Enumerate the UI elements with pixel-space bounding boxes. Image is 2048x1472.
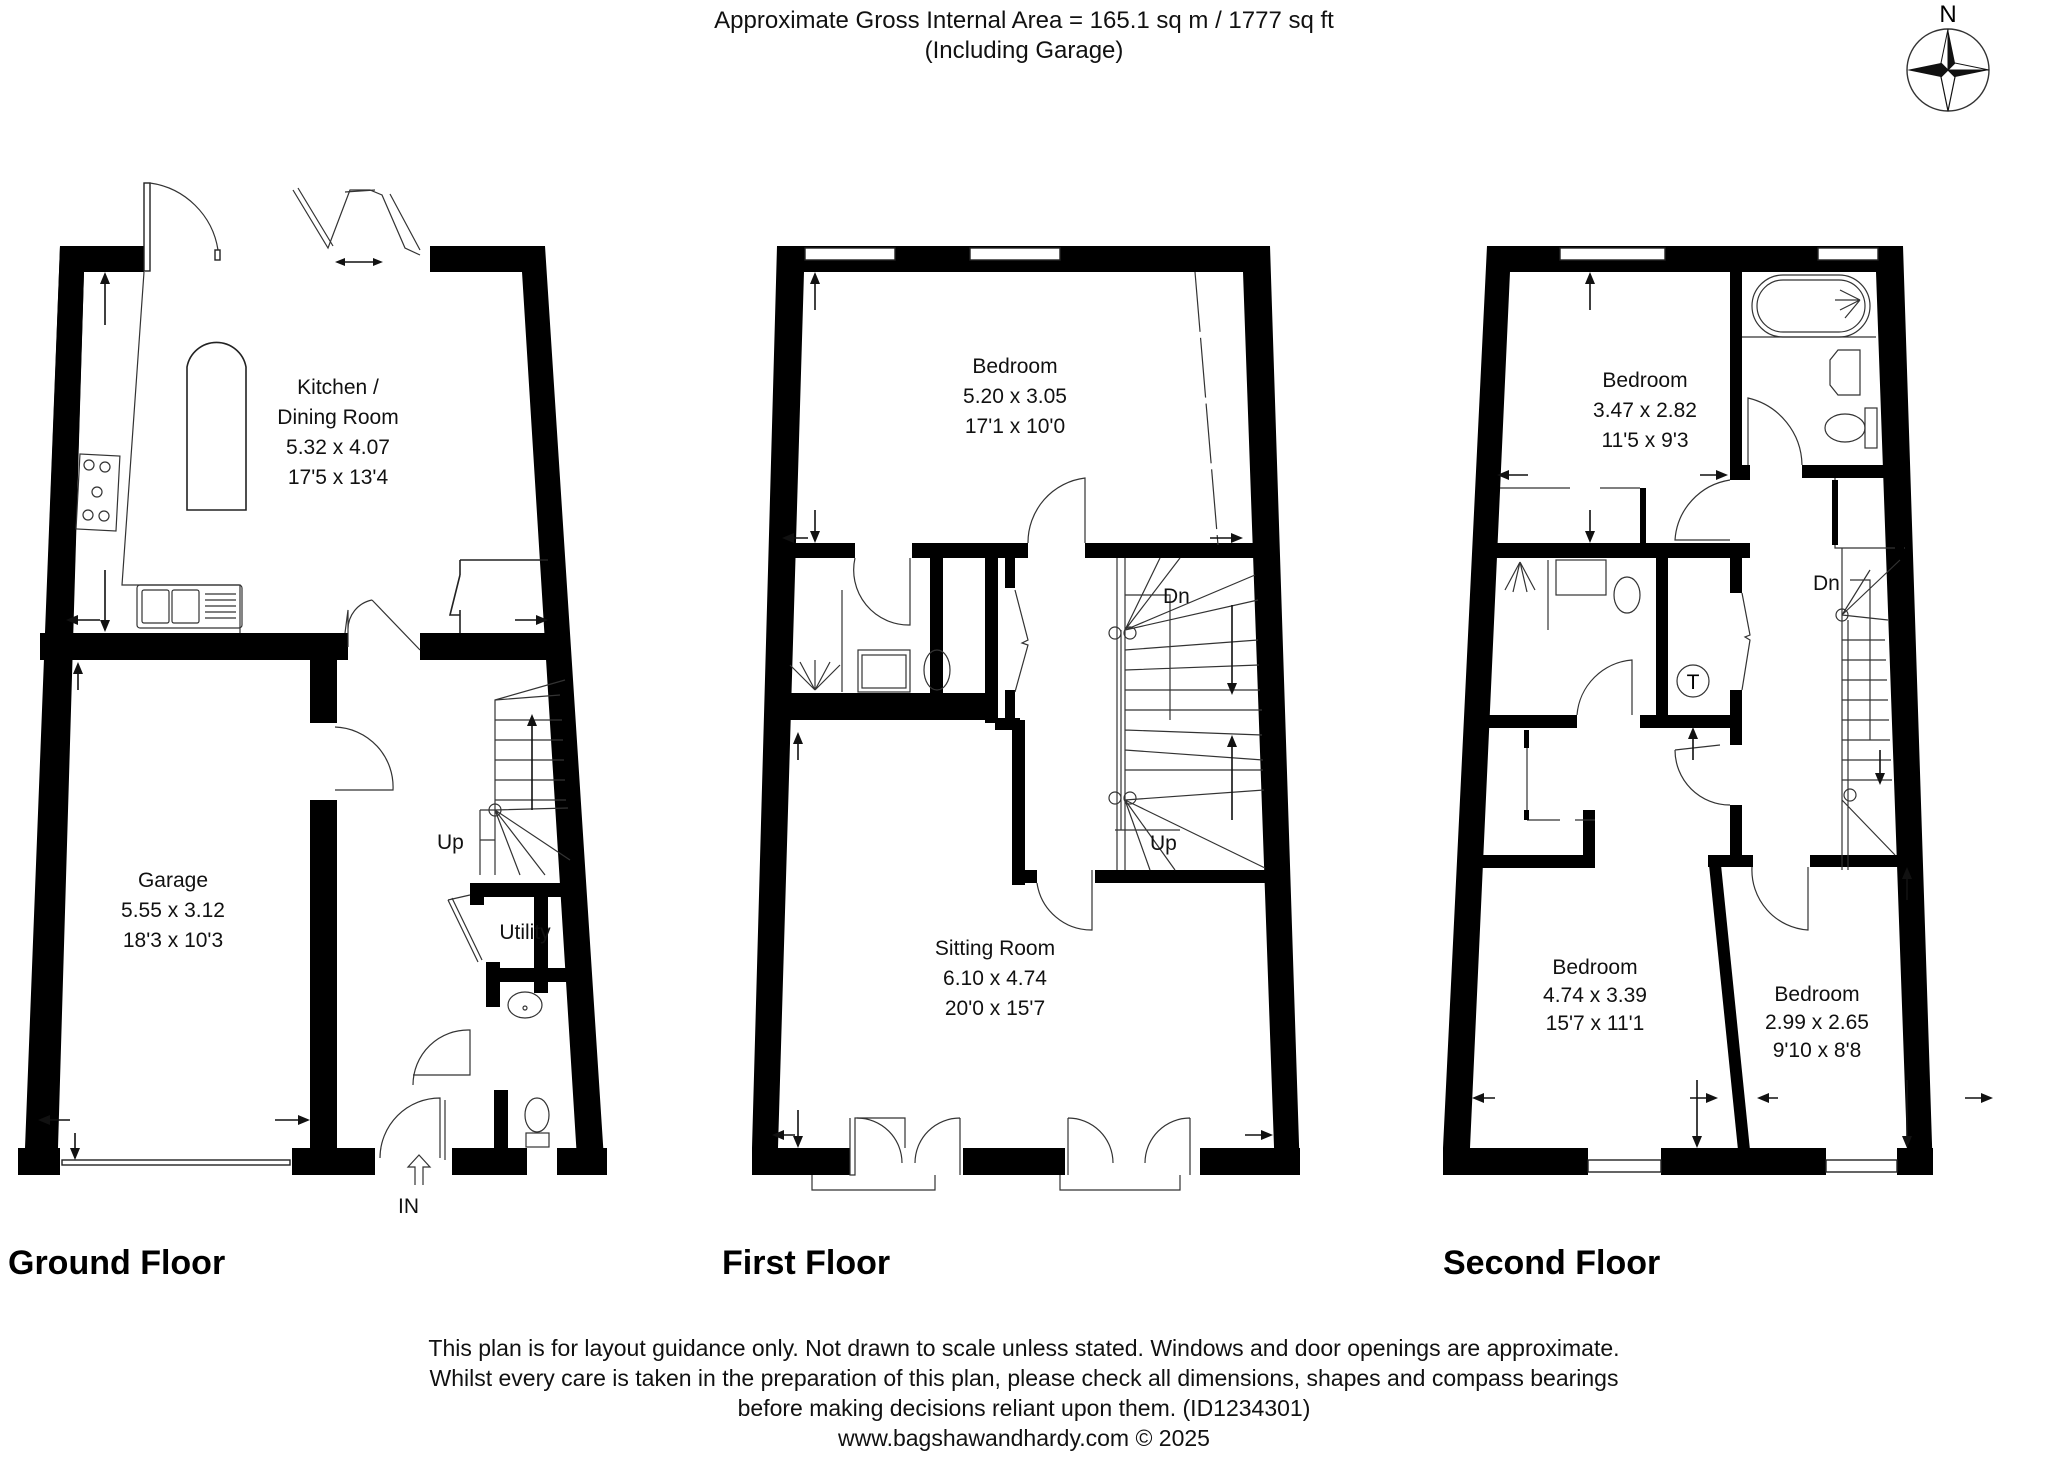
hot-water-tank-icon: T <box>1676 664 1710 698</box>
website-copyright[interactable]: www.bagshawandhardy.com © 2025 <box>838 1425 1210 1451</box>
kitchen-sink-icon <box>136 584 243 629</box>
kitchen-name-line2: Dining Room <box>277 406 398 429</box>
garage-imperial: 18'3 x 10'3 <box>123 929 223 952</box>
second-floor-title: Second Floor <box>1443 1244 1660 1282</box>
second-bedroom-b-imperial: 15'7 x 11'1 <box>1546 1012 1645 1035</box>
ensuite-toilet-icon <box>923 649 951 691</box>
french-doors-right-icon <box>1059 1117 1191 1191</box>
compass-rose-icon: N <box>1906 1 1990 112</box>
sitting-room-metric: 6.10 x 4.74 <box>943 967 1047 990</box>
ground-floor-stairs <box>479 679 571 876</box>
second-floor-stairs <box>1835 547 1905 870</box>
second-bedroom-a-imperial: 11'5 x 9'3 <box>1601 429 1688 452</box>
second-bedroom-c-metric: 2.99 x 2.65 <box>1765 1011 1869 1034</box>
disclaimer-line-2: Whilst every care is taken in the prepar… <box>429 1365 1619 1391</box>
sitting-room-imperial: 20'0 x 15'7 <box>945 997 1045 1020</box>
ground-stairs-up-label: Up <box>437 831 464 854</box>
first-stairs-up-label: Up <box>1150 832 1177 855</box>
first-bedroom-name: Bedroom <box>972 355 1057 378</box>
bathroom-toilet-icon <box>1824 407 1878 449</box>
french-doors-left-icon <box>811 1117 961 1191</box>
second-bedroom-b-metric: 4.74 x 3.39 <box>1543 984 1647 1007</box>
kitchen-metric: 5.32 x 4.07 <box>286 436 390 459</box>
first-bedroom-metric: 5.20 x 3.05 <box>963 385 1067 408</box>
compass-north-label: N <box>1939 1 1956 28</box>
bifold-doors-icon <box>292 187 421 266</box>
gross-area-line: Approximate Gross Internal Area = 165.1 … <box>714 7 1334 34</box>
shower-icon <box>789 590 843 692</box>
ensuite-basin-icon <box>857 649 911 693</box>
entrance-label: IN <box>398 1195 419 1218</box>
garage-metric: 5.55 x 3.12 <box>121 899 225 922</box>
shower-room-basin-icon <box>1555 559 1607 596</box>
first-bedroom-imperial: 17'1 x 10'0 <box>965 415 1065 438</box>
second-bedroom-a-metric: 3.47 x 2.82 <box>1593 399 1697 422</box>
disclaimer-line-1: This plan is for layout guidance only. N… <box>428 1335 1620 1361</box>
bath-icon <box>1742 274 1876 338</box>
utility-name: Utility <box>499 921 551 944</box>
toilet-icon <box>524 1097 550 1148</box>
garage-name: Garage <box>138 869 208 892</box>
second-stairs-down-label: Dn <box>1813 572 1840 595</box>
kitchen-name-line1: Kitchen / <box>297 376 379 399</box>
second-floor-plan: T Dn <box>1443 246 1993 1282</box>
gross-area-title: Approximate Gross Internal Area = 165.1 … <box>0 6 2048 66</box>
second-bedroom-c-name: Bedroom <box>1774 983 1859 1006</box>
shower-room-shower-icon <box>1504 560 1549 630</box>
disclaimer-line-3: before making decisions reliant upon the… <box>737 1395 1311 1421</box>
back-door-icon <box>143 182 221 272</box>
disclaimer: This plan is for layout guidance only. N… <box>0 1333 2048 1453</box>
including-garage-note: (Including Garage) <box>924 37 1124 64</box>
second-bedroom-a-name: Bedroom <box>1602 369 1687 392</box>
second-bedroom-c-imperial: 9'10 x 8'8 <box>1773 1039 1862 1062</box>
ground-floor-title: Ground Floor <box>8 1244 225 1282</box>
bathroom-basin-icon <box>1829 349 1861 396</box>
kitchen-island-icon <box>186 341 247 511</box>
ground-floor-plan: Up IN Kitch <box>8 182 607 1282</box>
sitting-room-name: Sitting Room <box>935 937 1055 960</box>
kitchen-imperial: 17'5 x 13'4 <box>288 466 389 489</box>
shower-room-toilet-icon <box>1613 576 1641 614</box>
first-floor-stairs <box>1108 557 1266 871</box>
hob-icon <box>75 453 121 532</box>
first-stairs-down-label: Dn <box>1163 585 1190 608</box>
first-floor-plan: Dn Up Bedroom 5.20 x 3.05 17'1 x 10'0 <box>722 246 1300 1282</box>
first-floor-title: First Floor <box>722 1244 890 1282</box>
second-bedroom-b-name: Bedroom <box>1552 956 1637 979</box>
entrance-arrow-icon <box>406 1154 432 1185</box>
tank-label: T <box>1687 671 1700 694</box>
wc-basin-icon <box>507 991 543 1019</box>
